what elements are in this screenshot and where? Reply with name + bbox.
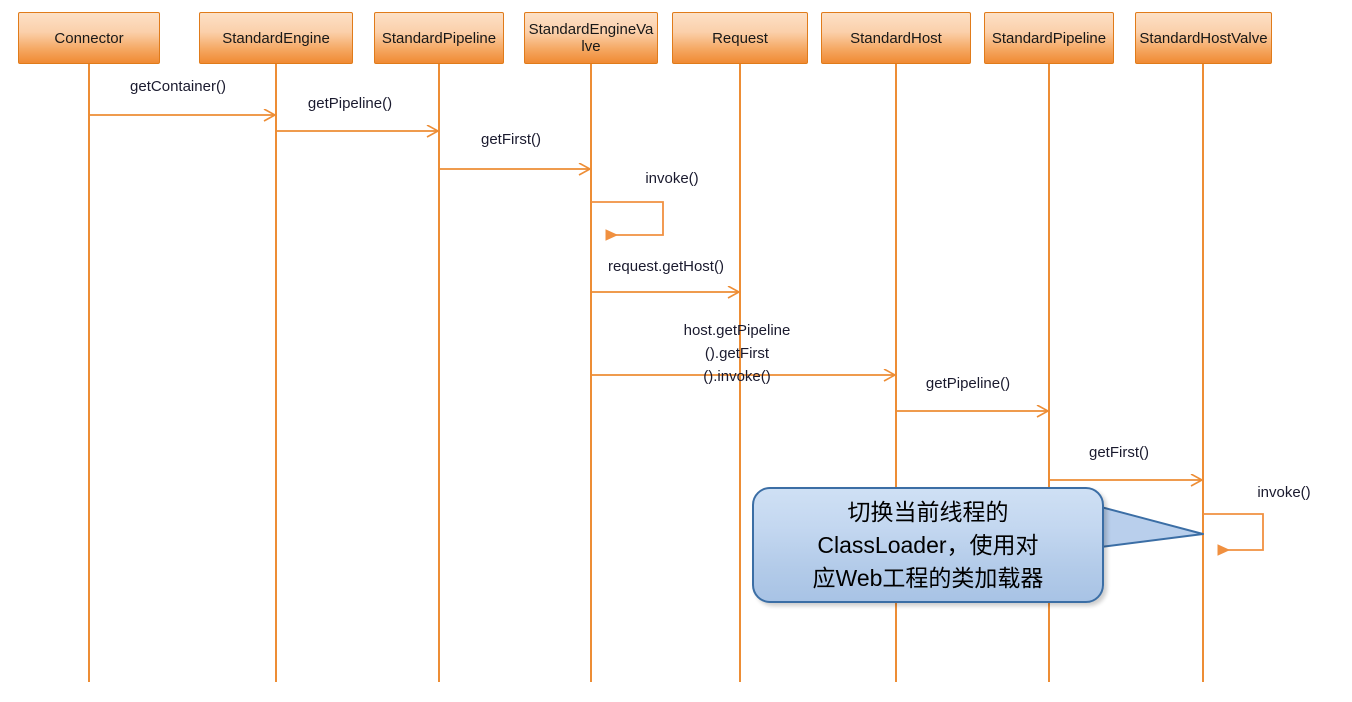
participant-label: StandardPipeline <box>991 29 1107 47</box>
self-call-loop-invoke-hostvalve <box>1203 513 1264 550</box>
message-label-getpipeline-2: getPipeline() <box>925 375 1011 392</box>
participant-label: Connector <box>54 29 124 47</box>
message-label-requestgethost: request.getHost() <box>608 258 724 275</box>
message-label-getfirst-1: getFirst() <box>481 131 541 148</box>
participant-connector[interactable]: Connector <box>18 12 160 64</box>
callout-note-text: 切换当前线程的 ClassLoader，使用对 应Web工程的类加载器 <box>812 498 1044 591</box>
participant-request[interactable]: Request <box>672 12 808 64</box>
participant-label: StandardEngine <box>222 29 330 47</box>
callout-note-classloader[interactable]: 切换当前线程的 ClassLoader，使用对 应Web工程的类加载器 <box>752 487 1104 603</box>
message-arrows-group <box>89 115 1201 480</box>
participant-standardhost[interactable]: StandardHost <box>821 12 971 64</box>
participant-standardengine[interactable]: StandardEngine <box>199 12 353 64</box>
message-label-getfirst-2: getFirst() <box>1089 444 1149 461</box>
message-label-getpipeline-1: getPipeline() <box>307 95 393 112</box>
message-label-hostgetpipeline-getfirst-invoke: host.getPipeline ().getFirst ().invoke() <box>683 322 791 385</box>
participant-label: StandardHostValve <box>1139 29 1268 47</box>
participant-standardpipeline-1[interactable]: StandardPipeline <box>374 12 504 64</box>
participant-label: Request <box>712 29 768 47</box>
message-label-getcontainer: getContainer() <box>130 78 226 95</box>
participant-label: StandardEngineValve <box>528 21 654 55</box>
participant-standardenginevalve[interactable]: StandardEngineValve <box>524 12 658 64</box>
message-label-invoke-enginevalve: invoke() <box>645 170 699 187</box>
self-call-loop-invoke-enginevalve <box>591 201 664 235</box>
message-label-invoke-hostvalve: invoke() <box>1257 484 1311 501</box>
participant-label: StandardPipeline <box>381 29 497 47</box>
participant-standardpipeline-2[interactable]: StandardPipeline <box>984 12 1114 64</box>
participant-standardhostvalve[interactable]: StandardHostValve <box>1135 12 1272 64</box>
participant-label: StandardHost <box>850 29 942 47</box>
